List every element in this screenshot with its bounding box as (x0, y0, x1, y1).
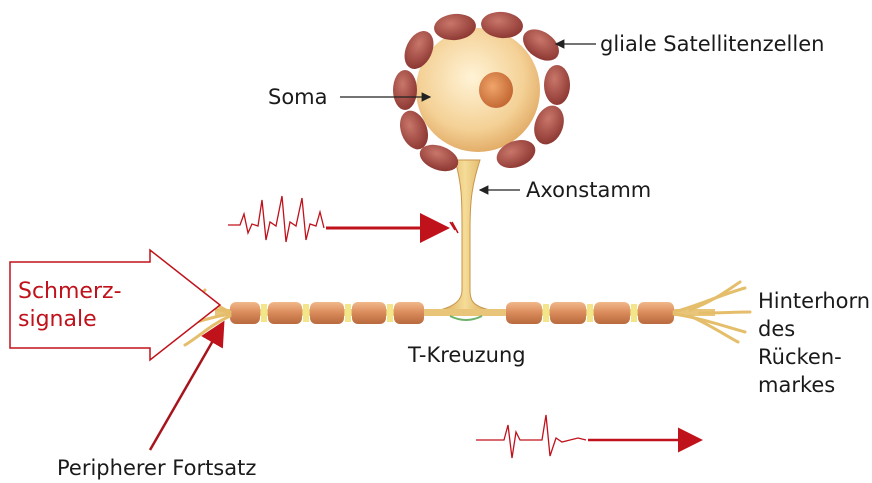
pain-signal-label-line2: signale (18, 307, 97, 332)
action-potential-upper (228, 196, 458, 242)
soma (416, 28, 540, 152)
nucleus (479, 72, 513, 108)
peripheral-label: Peripherer Fortsatz (57, 456, 256, 480)
axon-stem-label: Axonstamm (526, 178, 651, 202)
pain-signal-label-line1: Schmerz- (18, 279, 122, 304)
glial-label: gliale Satellitenzellen (600, 32, 824, 56)
dorsal-horn-label-line3: Rücken- (758, 345, 842, 369)
t-junction-label: T-Kreuzung (407, 343, 526, 367)
dorsal-horn-label-line1: Hinterhorn (758, 289, 870, 313)
t-junction (450, 316, 482, 320)
action-potential-lower (476, 415, 698, 458)
dorsal-horn-label-line2: des (758, 317, 795, 341)
dorsal-horn-label-line4: markes (758, 373, 835, 397)
soma-label: Soma (268, 85, 328, 109)
myelin-segments-left (230, 302, 424, 324)
axon-stem (440, 160, 490, 310)
